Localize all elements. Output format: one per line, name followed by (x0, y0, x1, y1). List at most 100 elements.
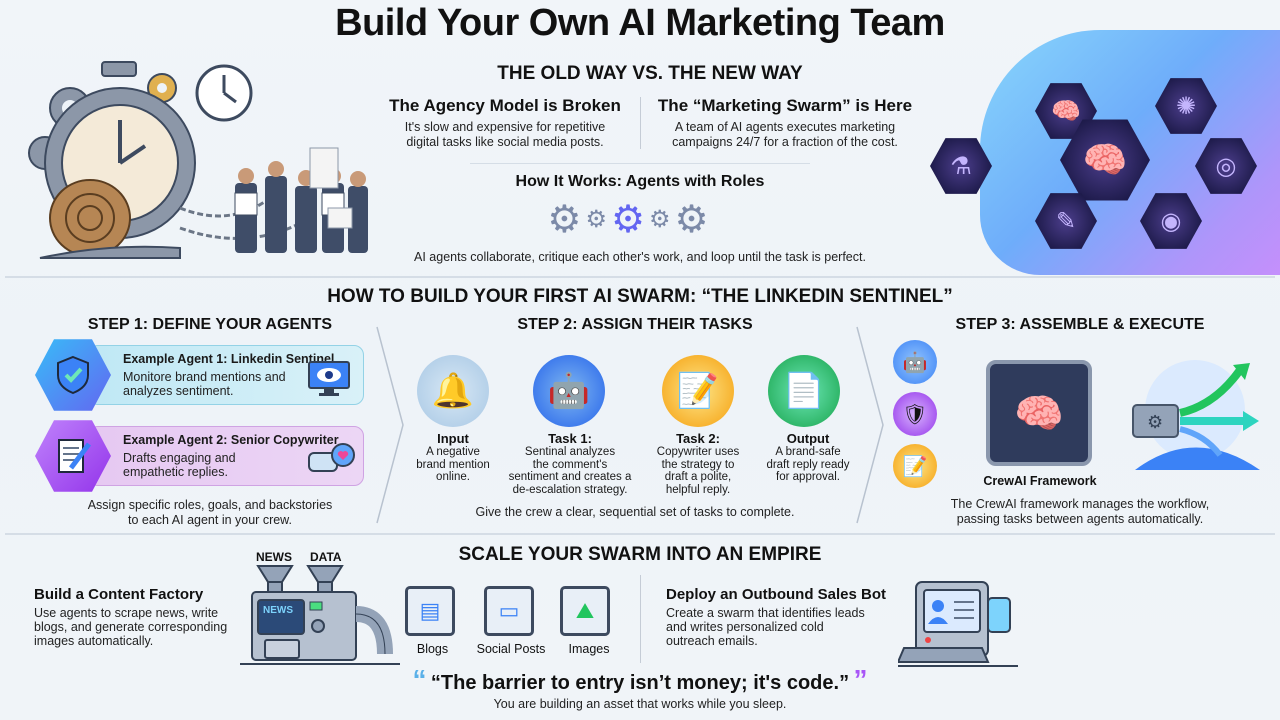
task-1: 🤖 Task 1: Sentinal analyzes the comment'… (505, 355, 635, 496)
shield-heart-icon: 🛡 (893, 392, 937, 436)
task-desc-line: A negative (426, 446, 480, 458)
page-title: Build Your Own AI Marketing Team (335, 2, 945, 44)
task-2: 📝 Task 2: Copywriter uses the strategy t… (648, 355, 748, 496)
how-it-works-title: How It Works: Agents with Roles (515, 173, 765, 190)
step2-title: STEP 2: ASSIGN THEIR TASKS (517, 316, 753, 333)
gear-small-icon: ⚙ (585, 206, 607, 233)
task-flow: 🔔 Input A negative brand mention online.… (413, 355, 853, 496)
old-vs-new-heading: THE OLD WAY VS. THE NEW WAY (497, 63, 803, 84)
bell-angry-icon: 🔔 (417, 355, 489, 427)
new-way-text-1: A team of AI agents executes marketing (674, 120, 896, 134)
image-landscape-icon: ⛰ (560, 586, 610, 636)
new-way-title: The “Marketing Swarm” is Here (657, 96, 913, 115)
sales-bot-title: Deploy an Outbound Sales Bot (666, 586, 887, 603)
task-desc-line: the comment's (532, 458, 608, 471)
task-desc-line: brand mention (416, 458, 490, 471)
task-desc-line: de-escalation strategy. (512, 483, 628, 496)
task-desc-line: draft a polite, (664, 471, 732, 483)
step3-caption: The CrewAI framework manages the workflo… (880, 497, 1280, 527)
old-new-divider (640, 97, 641, 149)
scale-heading: SCALE YOUR SWARM INTO AN EMPIRE (458, 544, 822, 565)
shield-check-icon (35, 339, 111, 411)
document-pen-icon (35, 420, 111, 492)
step2-caption: Give the crew a clear, sequential set of… (475, 505, 795, 519)
framework-label: CrewAI Framework (983, 474, 1097, 488)
execution-arrows-illustration: ⚙ (1125, 355, 1265, 475)
output-label: Blogs (416, 642, 449, 656)
quote-subtext: You are building an asset that works whi… (493, 697, 787, 711)
output-images: ⛰ Images (560, 586, 618, 656)
network-agent-icon: ✺ (1155, 78, 1217, 134)
build-heading: HOW TO BUILD YOUR FIRST AI SWARM: “THE L… (327, 286, 953, 307)
content-factory-block: Build a Content Factory Use agents to sc… (34, 586, 244, 648)
quote-text: “The barrier to entry isn’t money; it's … (430, 672, 850, 694)
step1-caption-2: to each AI agent in your crew. (128, 513, 292, 527)
step3-caption-2: passing tasks between agents automatical… (956, 512, 1204, 526)
content-factory-text-3: images automatically. (34, 634, 154, 648)
robot-chat-icon: 🤖 (533, 355, 605, 427)
content-factory-machine: NEWS DATA NEWS (240, 550, 400, 670)
section-divider-top (5, 276, 1275, 278)
how-it-works-divider (470, 163, 810, 164)
sales-bot-text-3: outreach emails. (666, 634, 758, 648)
factory-screen-label: NEWS (263, 605, 293, 616)
sales-bot-text-2: and writes personalized cold (666, 620, 824, 634)
agent-card-sentinel: Example Agent 1: Linkedin Sentinel Monit… (88, 345, 364, 405)
central-brain-icon: 🧠 (1060, 119, 1150, 201)
document-pencil-icon: 📝 (662, 355, 734, 427)
task-desc-line: online. (436, 471, 470, 483)
output-social-posts: ▭ Social Posts (472, 586, 550, 656)
agent-title: Example Agent 2: Senior Copywriter (123, 433, 339, 447)
quote-close-icon: ” (853, 664, 868, 695)
step1-title: STEP 1: DEFINE YOUR AGENTS (87, 316, 333, 333)
task-desc-line: A brand-safe (775, 446, 841, 458)
radar-agent-icon: ◉ (1140, 193, 1202, 249)
task-output: 📄 Output A brand-safe draft reply ready … (758, 355, 858, 484)
task-label: Task 1: (548, 431, 592, 446)
content-factory-text-2: blogs, and generate corresponding (34, 620, 228, 634)
output-label: Social Posts (476, 642, 546, 656)
hopper-label-data: DATA (310, 550, 342, 564)
task-desc-line: sentiment and creates a (508, 471, 632, 483)
quote-block: “ “The barrier to entry isn’t money; it'… (380, 664, 900, 696)
new-way-block: The “Marketing Swarm” is Here A team of … (650, 96, 920, 150)
chevron-divider-1 (376, 326, 404, 524)
task-desc-line: helpful reply. (665, 483, 731, 496)
agent-desc-2: empathetic replies. (123, 465, 228, 479)
old-way-block: The Agency Model is Broken It's slow and… (380, 96, 630, 150)
robot-icon: 🤖 (893, 340, 937, 384)
new-way-text-2: campaigns 24/7 for a fraction of the cos… (672, 135, 898, 149)
step3-title: STEP 3: ASSEMBLE & EXECUTE (955, 316, 1205, 333)
svg-text:⚙: ⚙ (1147, 412, 1163, 432)
gear-brain-icon: ⚙ (674, 199, 709, 241)
task-desc-line: draft reply ready (766, 458, 850, 471)
social-post-icon: ▭ (484, 586, 534, 636)
task-desc-line: for approval. (776, 471, 840, 483)
step1-caption: Assign specific roles, goals, and backst… (60, 498, 360, 528)
arrows-launch-icon: ⚙ (1132, 360, 1260, 470)
gear-small-icon: ⚙ (649, 206, 671, 233)
agent-card-copywriter: Example Agent 2: Senior Copywriter Draft… (88, 426, 364, 486)
old-way-illustration (10, 58, 370, 268)
document-check-icon: 📄 (768, 355, 840, 427)
hopper-label-news: NEWS (256, 550, 292, 564)
task-label: Task 2: (676, 431, 720, 446)
task-input: 🔔 Input A negative brand mention online. (413, 355, 493, 484)
agent-title: Example Agent 1: Linkedin Sentinel (123, 352, 335, 366)
scale-divider (640, 575, 641, 663)
step1-caption-1: Assign specific roles, goals, and backst… (87, 498, 333, 512)
sales-bot-text-1: Create a swarm that identifies leads (666, 606, 865, 620)
monitor-eye-icon (307, 360, 351, 405)
output-blogs: ▤ Blogs (405, 586, 460, 656)
agent-desc-1: Drafts engaging and (123, 451, 236, 465)
agent-desc-1: Monitore brand mentions and (123, 370, 286, 384)
task-label: Output (786, 431, 830, 446)
section-divider-bottom (5, 533, 1275, 535)
content-factory-text-1: Use agents to scrape news, write (34, 606, 219, 620)
agent-gears-illustration: ⚙ ⚙ ⚙ ⚙ ⚙ (543, 198, 713, 242)
stopwatch-snail-icon (28, 61, 368, 259)
swarm-network-illustration: 🧠 ⚗ 🧠 ✎ ✺ ◎ ◉ (930, 20, 1280, 275)
target-agent-icon: ◎ (1195, 138, 1257, 194)
task-label: Input (437, 431, 469, 446)
sales-bot-block: Deploy an Outbound Sales Bot Create a sw… (666, 586, 896, 648)
